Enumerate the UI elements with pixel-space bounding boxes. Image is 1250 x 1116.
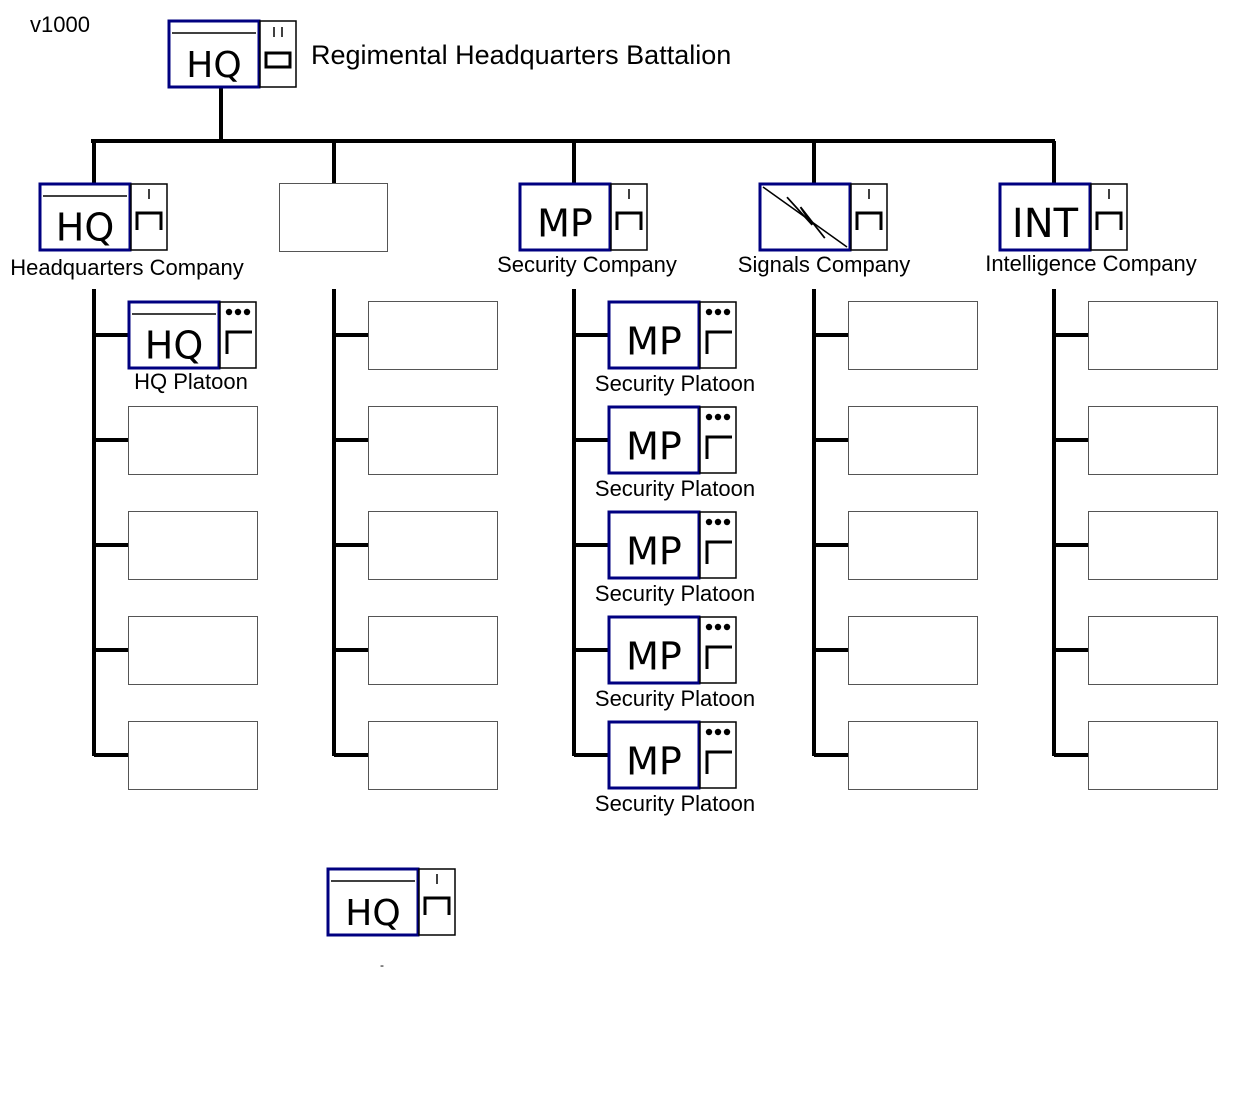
version-label: v1000	[30, 12, 90, 37]
platoon-symbol-2-2: MP	[607, 510, 737, 580]
platoon-label-security-2: Security Platoon	[594, 476, 756, 501]
echelon-mark	[705, 623, 713, 631]
echelon-mark	[855, 211, 883, 230]
platoon-placeholder	[128, 406, 258, 475]
unit-symbol-text: INT	[1012, 201, 1079, 247]
unit-symbol-text: MP	[626, 320, 682, 364]
platoon-placeholder	[1088, 616, 1218, 685]
echelon-mark	[705, 750, 732, 774]
echelon-mark	[714, 518, 722, 526]
loose-unit-label: -	[380, 958, 384, 972]
platoon-placeholder	[128, 721, 258, 790]
echelon-mark	[714, 413, 722, 421]
unit-symbol-text: MP	[626, 740, 682, 784]
unit-symbol-text: HQ	[345, 893, 400, 934]
platoon-symbol-2-3: MP	[607, 615, 737, 685]
platoon-placeholder	[1088, 301, 1218, 370]
platoon-placeholder	[848, 511, 978, 580]
echelon-mark	[705, 413, 713, 421]
echelon-mark	[225, 330, 252, 354]
echelon-mark	[705, 645, 732, 669]
platoon-label-security-3: Security Platoon	[594, 581, 756, 606]
platoon-placeholder	[368, 616, 498, 685]
unit-frame	[38, 182, 132, 252]
echelon-mark	[723, 623, 731, 631]
unit-symbol-text: MP	[626, 530, 682, 574]
platoon-placeholder	[1088, 511, 1218, 580]
echelon-mark	[723, 308, 731, 316]
unit-symbol-text: MP	[537, 202, 593, 246]
unit-frame	[607, 300, 701, 370]
company-symbol-2: MP	[518, 182, 648, 252]
echelon-mark	[1095, 211, 1123, 230]
platoon-placeholder	[848, 721, 978, 790]
echelon-mark	[705, 540, 732, 564]
company-label-signals: Signals Company	[737, 252, 911, 277]
platoon-label-security-4: Security Platoon	[594, 686, 756, 711]
echelon-mark	[423, 896, 451, 915]
echelon-mark	[705, 728, 713, 736]
platoon-placeholder	[848, 616, 978, 685]
unit-frame	[607, 720, 701, 790]
platoon-label-security-1: Security Platoon	[594, 371, 756, 396]
company-label-security: Security Company	[497, 252, 677, 277]
platoon-symbol-2-4: MP	[607, 720, 737, 790]
platoon-symbol-2-1: MP	[607, 405, 737, 475]
unit-symbol-text: HQ	[186, 45, 241, 86]
echelon-mark	[234, 308, 242, 316]
echelon-mark	[615, 211, 643, 230]
unit-symbol-text: MP	[626, 425, 682, 469]
echelon-mark	[243, 308, 251, 316]
company-symbol-3	[758, 182, 888, 252]
unit-frame	[607, 405, 701, 475]
company-label-intelligence: Intelligence Company	[985, 251, 1197, 276]
platoon-placeholder	[128, 511, 258, 580]
unit-frame	[127, 300, 221, 370]
echelon-mark	[723, 413, 731, 421]
company-symbol-0: HQ	[38, 182, 168, 252]
platoon-symbol-0-0: HQ	[127, 300, 257, 370]
unit-symbol-text: MP	[626, 635, 682, 679]
echelon-mark	[705, 435, 732, 459]
lightning-icon	[786, 196, 826, 239]
unit-frame	[326, 867, 420, 937]
platoon-placeholder	[368, 511, 498, 580]
echelon-mark	[714, 623, 722, 631]
echelon-mark	[705, 308, 713, 316]
company-placeholder	[279, 183, 388, 252]
platoon-placeholder	[1088, 406, 1218, 475]
echelon-mark	[225, 308, 233, 316]
echelon-mark	[705, 330, 732, 354]
echelon-mark	[714, 308, 722, 316]
platoon-symbol-2-0: MP	[607, 300, 737, 370]
unit-frame	[518, 182, 612, 252]
echelon-mark	[705, 518, 713, 526]
platoon-label-hq: HQ Platoon	[134, 369, 248, 394]
echelon-mark	[135, 211, 163, 230]
echelon-mark	[723, 518, 731, 526]
company-label-hq: Headquarters Company	[10, 255, 244, 280]
unit-frame	[607, 510, 701, 580]
platoon-placeholder	[848, 301, 978, 370]
platoon-label-security-5: Security Platoon	[594, 791, 756, 816]
unit-symbol-text: HQ	[56, 206, 114, 250]
platoon-placeholder	[128, 616, 258, 685]
platoon-placeholder	[368, 721, 498, 790]
unit-frame	[607, 615, 701, 685]
unit-frame	[167, 19, 261, 89]
regiment-name: Regimental Headquarters Battalion	[311, 40, 732, 70]
platoon-placeholder	[1088, 721, 1218, 790]
platoon-placeholder	[848, 406, 978, 475]
platoon-placeholder	[368, 406, 498, 475]
unit-symbol-text: HQ	[145, 324, 203, 368]
company-symbol-4: INT	[998, 182, 1128, 252]
platoon-placeholder	[368, 301, 498, 370]
regiment-symbol: HQ	[167, 19, 297, 89]
echelon-mark	[714, 728, 722, 736]
unit-frame	[998, 182, 1092, 252]
echelon-mark	[264, 51, 292, 69]
loose-unit-symbol: HQ	[326, 867, 456, 937]
echelon-mark	[723, 728, 731, 736]
